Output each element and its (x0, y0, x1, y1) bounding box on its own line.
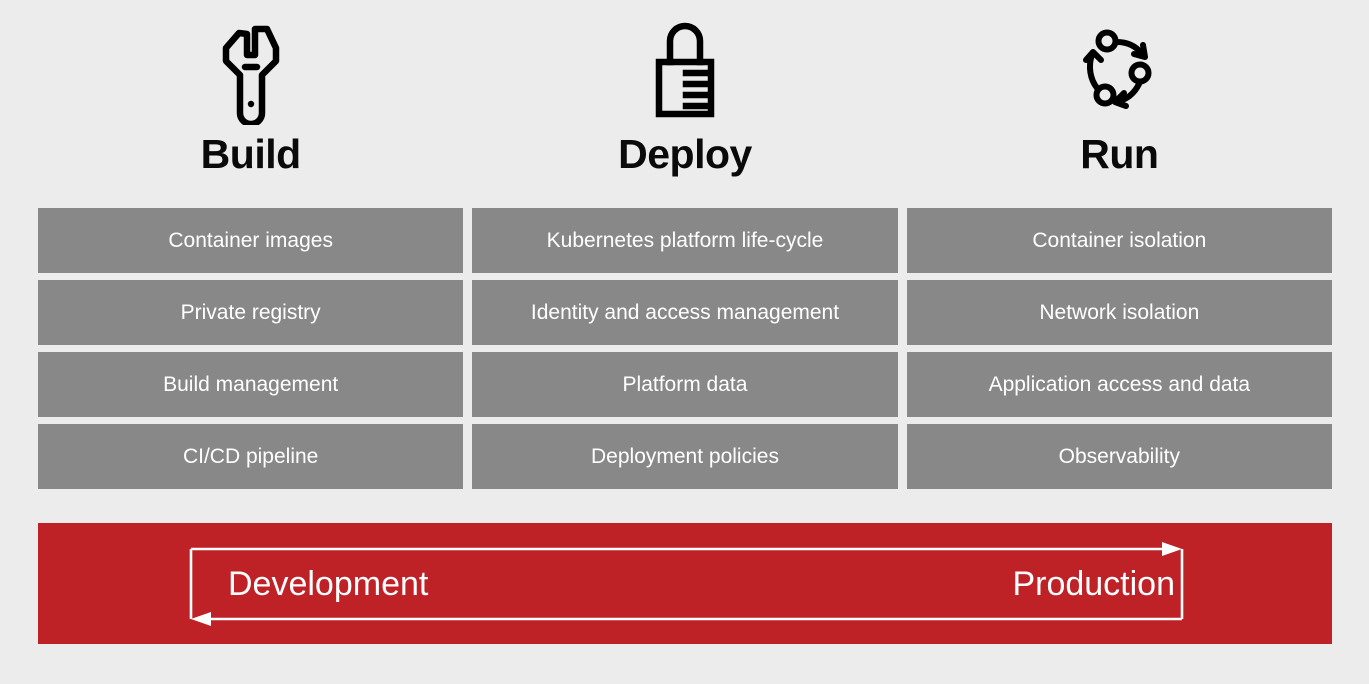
padlock-icon (648, 18, 722, 128)
column-build: Container images Private registry Build … (38, 208, 464, 489)
header-deploy: Deploy (472, 18, 897, 175)
cell-deploy-1[interactable]: Kubernetes platform life-cycle (472, 208, 898, 273)
cell-run-3[interactable]: Application access and data (906, 352, 1332, 417)
cycle-arrows-icon (1077, 18, 1161, 128)
bidirectional-arrow (189, 542, 1184, 626)
column-run: Container isolation Network isolation Ap… (906, 208, 1332, 489)
cell-deploy-2[interactable]: Identity and access management (472, 280, 898, 345)
environment-band: Development Production (38, 523, 1332, 644)
column-title-build: Build (200, 131, 301, 177)
cell-run-2[interactable]: Network isolation (906, 280, 1332, 345)
header-run: Run (907, 18, 1332, 175)
cell-build-3[interactable]: Build management (38, 352, 464, 417)
column-headers: Build Deploy (38, 18, 1332, 175)
cell-deploy-4[interactable]: Deployment policies (472, 424, 898, 489)
cell-build-2[interactable]: Private registry (38, 280, 464, 345)
cell-run-4[interactable]: Observability (906, 424, 1332, 489)
wrench-icon (214, 18, 288, 128)
arrow-right-icon (1162, 542, 1182, 556)
capability-grid: Container images Private registry Build … (38, 208, 1332, 489)
header-build: Build (38, 18, 463, 175)
cell-deploy-3[interactable]: Platform data (472, 352, 898, 417)
label-development: Development (228, 565, 429, 603)
cell-run-1[interactable]: Container isolation (906, 208, 1332, 273)
cell-build-4[interactable]: CI/CD pipeline (38, 424, 464, 489)
cell-build-1[interactable]: Container images (38, 208, 464, 273)
column-deploy: Kubernetes platform life-cycle Identity … (472, 208, 898, 489)
label-production: Production (1012, 565, 1175, 603)
column-title-deploy: Deploy (618, 131, 752, 177)
column-title-run: Run (1080, 131, 1159, 177)
arrow-left-icon (191, 612, 211, 626)
